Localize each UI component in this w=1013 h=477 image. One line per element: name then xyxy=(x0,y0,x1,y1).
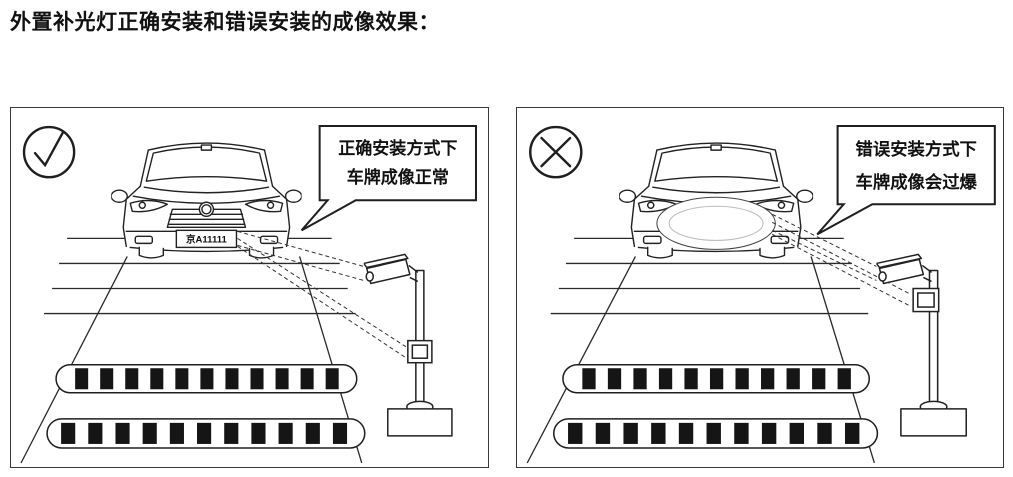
callout-line-1: 正确安装方式下 xyxy=(338,138,457,158)
callout-bubble: 正确安装方式下 车牌成像正常 xyxy=(300,125,477,232)
check-icon xyxy=(22,125,76,179)
panel-correct-installation: 京A11111 正确安装方式下 车牌成像正常 xyxy=(10,107,489,468)
license-plate: 京A11111 xyxy=(175,229,238,249)
overexposed-glow xyxy=(656,196,776,250)
crosswalk-band xyxy=(552,363,879,449)
fill-light xyxy=(407,339,433,364)
sight-lines xyxy=(237,230,407,359)
page-title: 外置补光灯正确安装和错误安装的成像效果： xyxy=(10,11,440,34)
camera-unit xyxy=(876,253,968,437)
callout-line-1: 错误安装方式下 xyxy=(856,139,977,159)
callout-line-2: 车牌成像会过爆 xyxy=(856,172,978,192)
license-plate-number: 京A11111 xyxy=(186,233,227,245)
fill-light xyxy=(912,287,940,313)
callout-line-2: 车牌成像正常 xyxy=(347,167,449,187)
crosswalk-band xyxy=(46,363,366,449)
callout-bubble: 错误安装方式下 车牌成像会过爆 xyxy=(816,125,996,236)
panel-wrong-installation: 错误安装方式下 车牌成像会过爆 xyxy=(516,107,1004,468)
cross-icon xyxy=(529,125,583,179)
